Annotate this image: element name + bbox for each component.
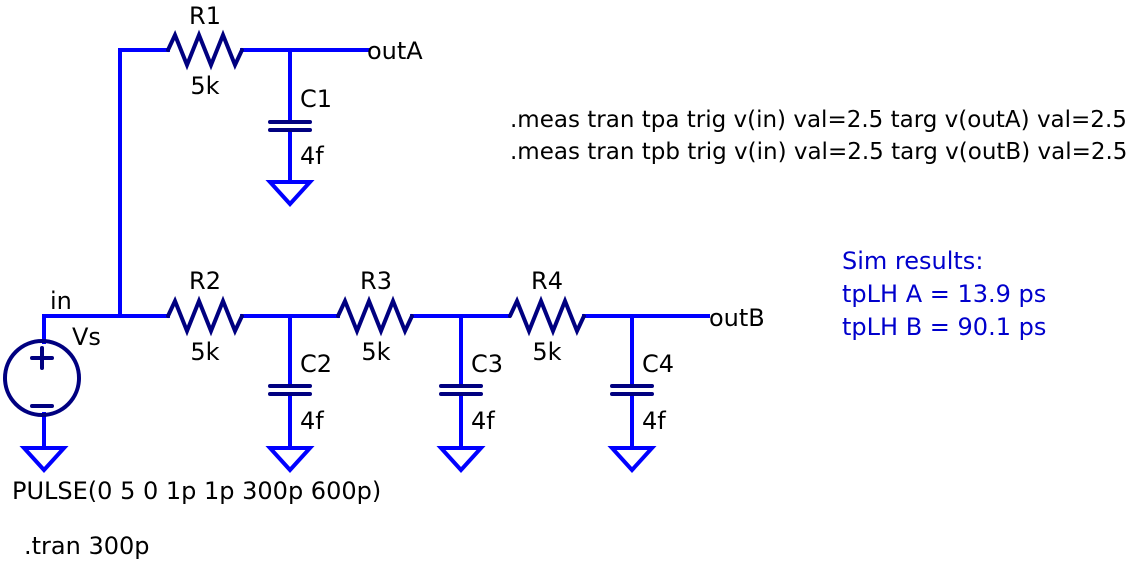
results-line-a: tpLH A = 13.9 ps (842, 280, 1046, 308)
results-line-b: tpLH B = 90.1 ps (842, 313, 1046, 341)
r4-name-label: R4 (531, 267, 563, 295)
r4-value-label: 5k (532, 338, 561, 366)
net-label-outa: outA (367, 37, 423, 65)
capacitor-c2-symbol[interactable] (268, 384, 312, 396)
r3-name-label: R3 (360, 267, 392, 295)
r3-value-label: 5k (361, 338, 390, 366)
r1-name-label: R1 (189, 2, 221, 30)
net-label-in: in (50, 287, 72, 315)
vs-value-label: PULSE(0 5 0 1p 1p 300p 600p) (12, 477, 381, 505)
vs-name-label: Vs (72, 323, 101, 351)
capacitor-c1-symbol[interactable] (268, 120, 312, 132)
r2-value-label: 5k (190, 338, 219, 366)
net-label-outb: outB (709, 304, 765, 332)
c3-name-label: C3 (471, 350, 503, 378)
ground-c3-icon (436, 446, 486, 473)
wires (42, 48, 710, 450)
c1-value-label: 4f (300, 142, 324, 170)
ground-c4-icon (607, 446, 657, 473)
r2-name-label: R2 (189, 267, 221, 295)
c3-value-label: 4f (471, 407, 495, 435)
c4-name-label: C4 (642, 350, 674, 378)
meas-directive-b[interactable]: .meas tran tpb trig v(in) val=2.5 targ v… (510, 139, 1127, 165)
ground-c2-icon (265, 446, 315, 473)
c2-name-label: C2 (300, 350, 332, 378)
tran-directive[interactable]: .tran 300p (24, 532, 150, 560)
c1-name-label: C1 (300, 85, 332, 113)
ground-vs-icon (19, 446, 69, 473)
capacitor-c3-symbol[interactable] (439, 384, 483, 396)
resistor-r3-symbol[interactable] (336, 295, 414, 337)
voltage-source-vs-symbol[interactable] (3, 339, 81, 417)
resistor-r4-symbol[interactable] (508, 295, 586, 337)
c4-value-label: 4f (642, 407, 666, 435)
capacitor-c4-symbol[interactable] (610, 384, 654, 396)
meas-directive-a[interactable]: .meas tran tpa trig v(in) val=2.5 targ v… (510, 107, 1127, 133)
ground-c1-icon (265, 180, 315, 207)
c2-value-label: 4f (300, 407, 324, 435)
r1-value-label: 5k (190, 72, 219, 100)
resistor-r2-symbol[interactable] (166, 295, 244, 337)
resistor-r1-symbol[interactable] (166, 29, 244, 71)
results-heading: Sim results: (842, 247, 983, 275)
